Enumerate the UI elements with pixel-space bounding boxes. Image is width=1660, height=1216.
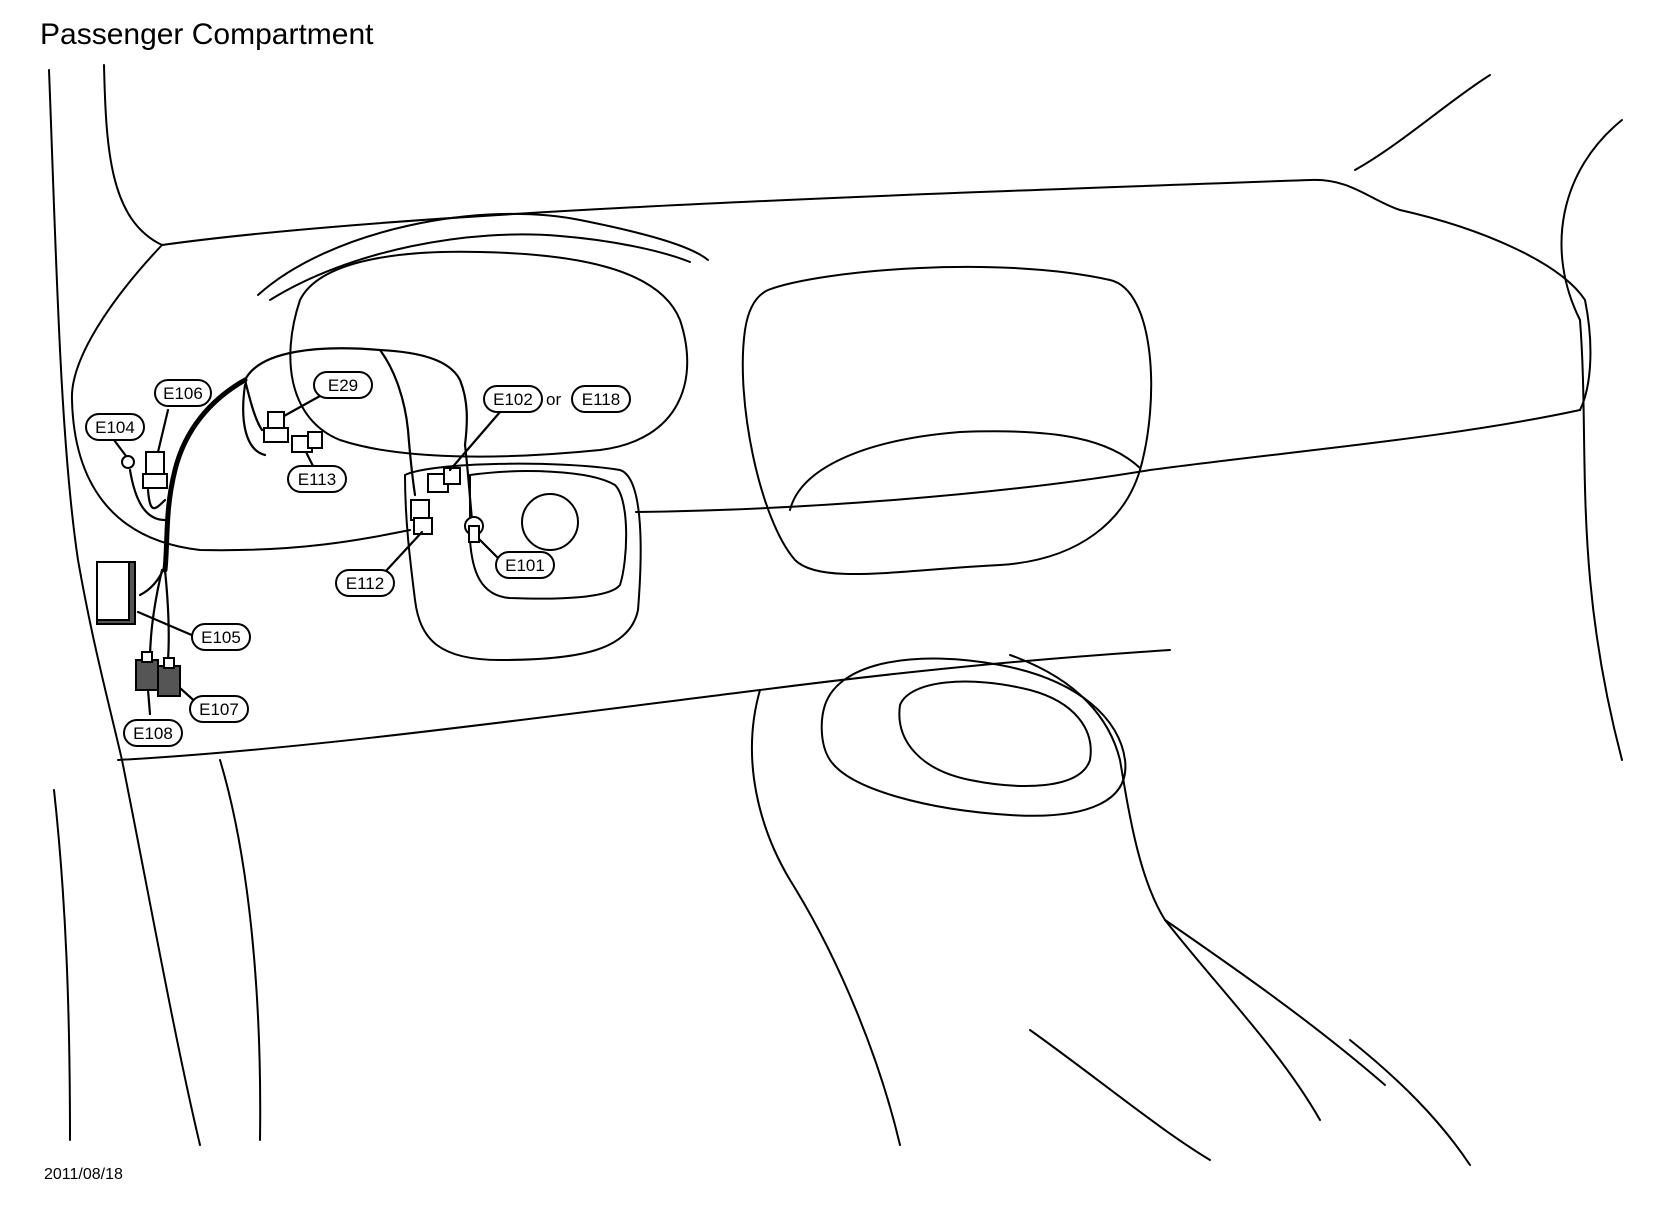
dash-left-cluster-surround [70,244,411,552]
label-e29: E29 [313,371,373,399]
e108-connector [135,659,159,691]
e101-connector-body [468,525,480,543]
a-pillar-left-edge [48,69,201,1146]
e108-connector-top [141,651,153,663]
e102-connector-side [443,467,461,485]
label-e102-text: E102 [493,390,533,409]
e113-connector-side [307,431,323,449]
main-harness [162,377,248,573]
leader-e104 [112,438,128,458]
label-e112: E112 [335,569,395,597]
wire-to-e106 [146,488,167,510]
wire-to-e29 [243,378,264,432]
windshield-lower-line [1354,74,1491,171]
label-e101: E101 [495,551,555,579]
passenger-dash-panel [741,265,1153,575]
label-or-text: or [546,390,561,409]
label-e104-text: E104 [95,418,135,437]
center-stack-outer [404,462,642,661]
leader-lines [112,394,504,716]
label-e104: E104 [85,413,145,441]
label-e106: E106 [154,379,212,407]
glove-box-line [789,430,1141,511]
cluster-hood-arc-inner [269,233,691,301]
label-e101-text: E101 [505,556,545,575]
wire-to-e107 [163,568,170,662]
right-pillar-curve [1560,119,1623,761]
e105-module-face [96,561,130,621]
label-e113-text: E113 [298,470,336,489]
wire-left-loop [242,383,267,457]
lower-left-trim [219,759,262,1141]
e106-connector [145,451,165,477]
console-cup-inner [898,680,1092,787]
leader-e112 [383,530,424,574]
label-e29-text: E29 [328,376,358,395]
dashboard-outline [48,64,1623,1166]
leader-e29 [282,394,322,418]
console-cup-outer [820,657,1127,817]
e29-connector-base [263,427,289,443]
e107-connector-top [163,657,175,669]
label-e107: E107 [189,695,249,723]
leader-e108 [146,688,152,716]
label-e118: E118 [571,385,631,413]
harness-loop-top [243,347,468,447]
e106-connector-base [142,473,168,489]
dash-right-edge [1579,299,1592,411]
lower-left-pillar [53,789,71,1141]
console-lower-line-1 [1164,919,1386,1086]
label-e102: E102 [483,385,543,413]
e107-connector [157,665,181,697]
center-console-right [1009,654,1321,1121]
center-console-left [750,689,901,1146]
cluster-hood-arc-outer [257,212,709,296]
label-e108-text: E108 [133,724,173,743]
label-e112-text: E112 [346,574,384,593]
center-stack-knob [521,493,579,551]
harness-to-e112 [378,348,417,497]
connectors [96,411,484,697]
leader-e102 [448,410,502,472]
label-e108: E108 [123,719,183,747]
wire-to-e105 [138,563,167,597]
leader-e106 [156,408,170,454]
dash-lower-edge [117,649,1171,761]
page-title: Passenger Compartment [40,18,374,51]
instrument-cluster [289,250,689,458]
console-lower-line-2 [1029,1029,1211,1161]
label-e113: E113 [287,465,347,493]
label-e118-text: E118 [582,390,620,409]
diagram-date: 2011/08/18 [44,1166,123,1183]
label-e107-text: E107 [199,700,239,719]
leader-e105 [136,610,196,638]
label-e105-text: E105 [201,628,241,647]
e104-ring-terminal [121,455,135,469]
wiring-harness [128,347,474,662]
e112-connector-base [413,517,433,535]
dash-top-edge [161,178,1586,301]
dash-mid-line [635,409,1581,513]
a-pillar-inner-edge [103,64,163,246]
center-stack-inner [469,470,628,600]
console-lower-line-3 [1349,1039,1471,1166]
label-e105: E105 [191,623,251,651]
wire-to-e104 [128,468,167,522]
label-e106-text: E106 [163,384,203,403]
